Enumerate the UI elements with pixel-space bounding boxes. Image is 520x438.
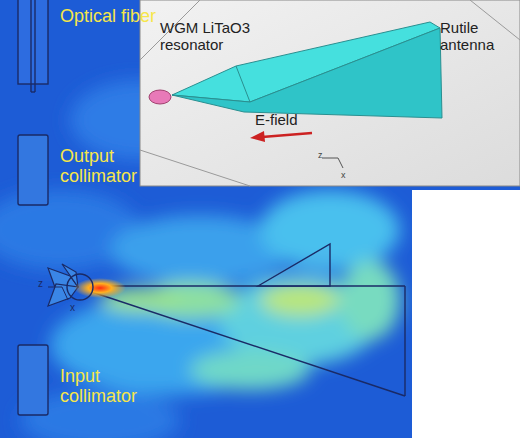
optical-fiber xyxy=(18,0,48,92)
wgm-resonator xyxy=(67,274,93,300)
input-collimator xyxy=(18,345,48,415)
part-label: Input collimator xyxy=(60,366,170,406)
part-label: Rutile antenna xyxy=(440,20,510,54)
axis-label: x xyxy=(70,302,82,313)
field-hotspot xyxy=(74,278,126,298)
axis-label: z xyxy=(318,150,332,160)
part-label: Optical fiber xyxy=(60,6,170,26)
coupling-prism xyxy=(48,264,78,306)
part-label: Output collimator xyxy=(60,146,170,186)
part-label: WGM LiTaO3 resonator xyxy=(160,20,270,54)
axis-label: x xyxy=(341,170,355,180)
field-label: E-field xyxy=(255,112,325,129)
axis-label: z xyxy=(38,278,50,289)
axis-symbol xyxy=(48,287,68,300)
rutile-antenna xyxy=(88,244,405,396)
output-collimator xyxy=(18,135,48,205)
inset-panel xyxy=(140,0,520,186)
